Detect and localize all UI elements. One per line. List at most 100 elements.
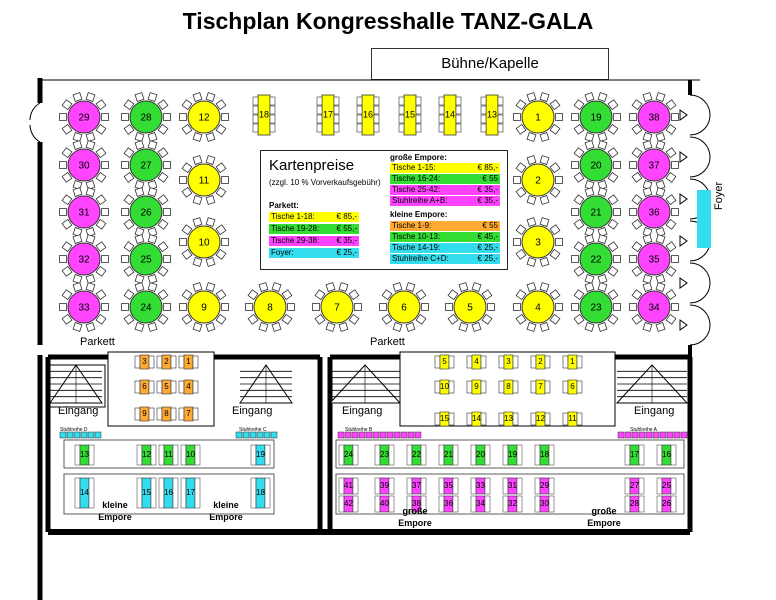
chair bbox=[455, 114, 462, 124]
chair bbox=[549, 123, 561, 135]
round-table: 7 bbox=[312, 282, 362, 332]
chair bbox=[398, 114, 405, 124]
chair bbox=[205, 195, 216, 205]
table-number: 8 bbox=[164, 409, 169, 418]
chair bbox=[671, 208, 679, 216]
table-number: 23 bbox=[590, 303, 602, 314]
chair bbox=[562, 355, 569, 369]
chair bbox=[61, 289, 73, 301]
chair bbox=[673, 431, 681, 439]
table-number: 30 bbox=[540, 499, 549, 508]
price-legend: Kartenpreise (zzgl. 10 % Vorverkaufsgebü… bbox=[260, 150, 508, 270]
table-number: 18 bbox=[259, 109, 269, 119]
eingang-label: Eingang bbox=[634, 405, 675, 417]
chair bbox=[597, 234, 608, 244]
chair bbox=[61, 241, 73, 253]
chair bbox=[358, 431, 366, 439]
chair bbox=[192, 195, 203, 205]
chair bbox=[617, 431, 625, 439]
chair bbox=[448, 355, 455, 369]
chair bbox=[373, 123, 380, 133]
chair bbox=[373, 105, 380, 115]
chair bbox=[516, 495, 523, 513]
chair bbox=[215, 99, 227, 111]
chair bbox=[147, 140, 158, 150]
table-number: 37 bbox=[412, 481, 421, 490]
chair bbox=[498, 355, 505, 369]
chair bbox=[549, 289, 561, 301]
table-number: 36 bbox=[444, 499, 453, 508]
table-number: 31 bbox=[508, 481, 517, 490]
chair bbox=[515, 162, 527, 174]
chair bbox=[539, 155, 550, 165]
table-top bbox=[387, 290, 421, 324]
table-number: 33 bbox=[476, 481, 485, 490]
chair bbox=[338, 322, 349, 332]
chair bbox=[438, 105, 445, 115]
chair bbox=[631, 218, 643, 230]
chair bbox=[333, 123, 340, 133]
table-number: 7 bbox=[538, 382, 543, 391]
table-top bbox=[521, 163, 555, 197]
chair bbox=[148, 407, 155, 421]
chair bbox=[484, 477, 491, 495]
table-number: 10 bbox=[186, 450, 195, 459]
chair bbox=[513, 113, 521, 121]
chair bbox=[415, 105, 422, 115]
chair bbox=[281, 313, 293, 325]
chair bbox=[157, 194, 169, 206]
chair bbox=[221, 303, 229, 311]
chair bbox=[147, 322, 158, 332]
chair bbox=[388, 495, 395, 513]
chair bbox=[386, 431, 394, 439]
chair bbox=[398, 96, 405, 106]
table-number: 42 bbox=[344, 499, 353, 508]
round-table: 32 bbox=[59, 234, 109, 284]
chair bbox=[526, 282, 537, 292]
chair bbox=[150, 477, 157, 509]
chair bbox=[652, 431, 660, 439]
chair bbox=[333, 114, 340, 124]
chair bbox=[388, 444, 395, 466]
door-left bbox=[29, 102, 41, 143]
chair bbox=[515, 289, 527, 301]
chair bbox=[156, 407, 163, 421]
chair bbox=[101, 161, 109, 169]
chair bbox=[631, 147, 643, 159]
chair bbox=[123, 171, 135, 183]
chair bbox=[629, 113, 637, 121]
chair bbox=[480, 380, 487, 394]
table-number: 36 bbox=[648, 208, 660, 219]
chair bbox=[544, 380, 551, 394]
chair bbox=[258, 282, 269, 292]
chair bbox=[452, 495, 459, 513]
chair bbox=[670, 444, 677, 466]
table-number: 13 bbox=[487, 109, 497, 119]
chair bbox=[134, 282, 145, 292]
table-number: 20 bbox=[590, 161, 602, 172]
chair bbox=[516, 477, 523, 495]
chair bbox=[373, 96, 380, 106]
chair bbox=[607, 194, 619, 206]
chair bbox=[576, 380, 583, 394]
stuhlreihe-b-label: Stuhlreihe B bbox=[345, 427, 373, 433]
chair bbox=[192, 355, 199, 369]
chair bbox=[597, 187, 608, 197]
chair bbox=[607, 171, 619, 183]
chair bbox=[325, 282, 336, 292]
chair bbox=[573, 123, 585, 135]
chair bbox=[252, 114, 259, 124]
table-number: 8 bbox=[506, 382, 511, 391]
chair bbox=[584, 140, 595, 150]
chair bbox=[415, 114, 422, 124]
chair bbox=[670, 495, 677, 513]
table-number: 12 bbox=[142, 450, 151, 459]
chair bbox=[123, 194, 135, 206]
table-number: 32 bbox=[78, 255, 90, 266]
table-number: 20 bbox=[476, 450, 485, 459]
chair bbox=[258, 322, 269, 332]
chair bbox=[85, 274, 96, 284]
legend-parkett-row: Tische 19-28:€ 55,- bbox=[269, 224, 359, 234]
table-number: 15 bbox=[440, 414, 449, 423]
chair bbox=[61, 147, 73, 159]
